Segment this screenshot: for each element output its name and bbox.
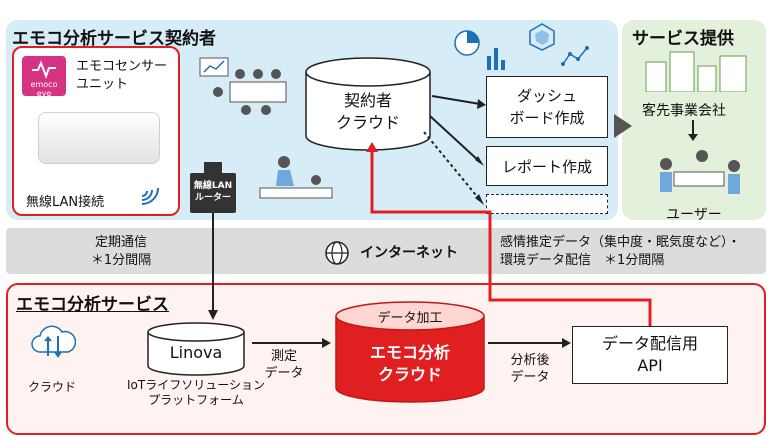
internet-label: インターネット xyxy=(360,245,458,261)
dashboard-box: ダッシュ ボード作成 xyxy=(486,76,608,138)
api-line1: データ配信用 xyxy=(601,334,698,353)
contractor-cloud-label: 契約者 クラウド xyxy=(304,90,432,134)
users-illustration xyxy=(660,150,740,194)
provider-arrow xyxy=(614,114,632,138)
red-line-arrowhead xyxy=(366,142,378,152)
care-illustration xyxy=(259,156,333,199)
provider-title: サービス提供 xyxy=(632,29,734,49)
bar-chart-icon xyxy=(487,48,505,70)
contractor-title: エモコ分析サービス契約者 xyxy=(12,29,216,49)
measurement-data-label: 測定 データ xyxy=(256,348,312,382)
data-delivery-api-box: データ配信用 API xyxy=(572,326,728,384)
analyzed-line2: データ xyxy=(510,370,550,385)
linova-subtitle: IoTライフソリューション プラットフォーム xyxy=(126,378,266,408)
cloud-to-dashboard-line xyxy=(431,95,481,105)
emoco-eye-logo: emoco eye xyxy=(22,56,66,98)
router-to-linova-arrowhead xyxy=(208,310,218,320)
delivery-note-line1: 感情推定データ（集中度・眠気度など）・ xyxy=(500,235,741,250)
city-buildings-icon xyxy=(645,51,747,92)
data-processing-label: データ加工 xyxy=(377,311,443,326)
cloud-to-dashboard-arrowhead xyxy=(477,99,486,109)
cloud-to-report-line xyxy=(429,115,481,163)
service-title: エモコ分析サービス xyxy=(16,295,169,315)
measurement-line2: データ xyxy=(264,366,304,381)
pulse-icon xyxy=(32,60,56,79)
globe-icon xyxy=(325,241,349,265)
line-chart-icon xyxy=(561,46,589,66)
cloud-to-placeholder-line xyxy=(423,131,481,201)
delivery-note-line2: 環境データ配信 ＊1分間隔 xyxy=(500,253,665,268)
emoco-cloud-line2: クラウド xyxy=(377,365,442,384)
dashboard-line2: ボード作成 xyxy=(509,109,585,127)
linova-platform-database xyxy=(147,322,245,376)
internet-band xyxy=(6,228,766,274)
sensor-device-image xyxy=(38,112,160,164)
office-meeting-illustration xyxy=(199,57,287,115)
measurement-line1: 測定 xyxy=(270,349,297,364)
api-line2: API xyxy=(637,356,663,375)
sensor-name-line2: ユニット xyxy=(76,77,129,92)
emoco-cloud-line1: エモコ分析 xyxy=(369,343,450,362)
analyzed-data-arrow xyxy=(488,338,571,348)
api-to-contractor-red-line xyxy=(370,150,652,326)
client-company-label: 客先事業会社 xyxy=(642,103,726,119)
analyzed-data-label: 分析後 データ xyxy=(498,352,562,386)
wireless-router: 無線LAN ルーター xyxy=(190,173,236,213)
sensor-name: エモコセンサー ユニット xyxy=(76,58,167,94)
periodic-comm-label: 定期通信 ＊1分間隔 xyxy=(66,234,176,270)
sensor-name-line1: エモコセンサー xyxy=(76,59,168,74)
periodic-comm-line2: ＊1分間隔 xyxy=(90,253,152,268)
wifi-signal-icon xyxy=(141,187,159,205)
analyzed-line1: 分析後 xyxy=(510,353,550,368)
logo-text: emoco eye xyxy=(30,80,58,98)
down-arrow xyxy=(688,120,698,141)
contractor-cloud-line2: クラウド xyxy=(335,113,400,132)
cloud-to-report-arrowhead xyxy=(475,156,484,166)
cloud-to-placeholder-arrowhead xyxy=(475,194,484,205)
linova-sub-line2: プラットフォーム xyxy=(148,393,244,407)
user-label: ユーザー xyxy=(666,207,722,223)
emoco-analysis-cloud-database xyxy=(335,301,485,403)
router-label-line2: ルーター xyxy=(194,193,231,203)
contractor-cloud-database xyxy=(305,57,431,151)
linova-sub-line1: IoTライフソリューション xyxy=(127,378,265,392)
cloud-upload-download-icon xyxy=(31,325,76,358)
placeholder-output-box xyxy=(486,194,608,214)
emoco-cloud-label: エモコ分析 クラウド xyxy=(334,342,486,386)
delivery-note: 感情推定データ（集中度・眠気度など）・ 環境データ配信 ＊1分間隔 xyxy=(500,234,762,270)
contractor-cloud-line1: 契約者 xyxy=(343,91,392,110)
cloud-label: クラウド xyxy=(27,380,76,394)
pie-chart-icon xyxy=(454,30,480,56)
radar-chart-icon xyxy=(529,23,555,51)
dashboard-line1: ダッシュ xyxy=(516,87,577,105)
router-label-line1: 無線LAN xyxy=(193,181,233,191)
router-antenna xyxy=(204,162,222,173)
periodic-comm-line1: 定期通信 xyxy=(94,235,147,250)
wireless-lan-label: 無線LAN接続 xyxy=(26,195,105,210)
measurement-arrow xyxy=(252,338,331,348)
report-box: レポート作成 xyxy=(486,146,608,186)
linova-label: Linova xyxy=(169,343,223,362)
